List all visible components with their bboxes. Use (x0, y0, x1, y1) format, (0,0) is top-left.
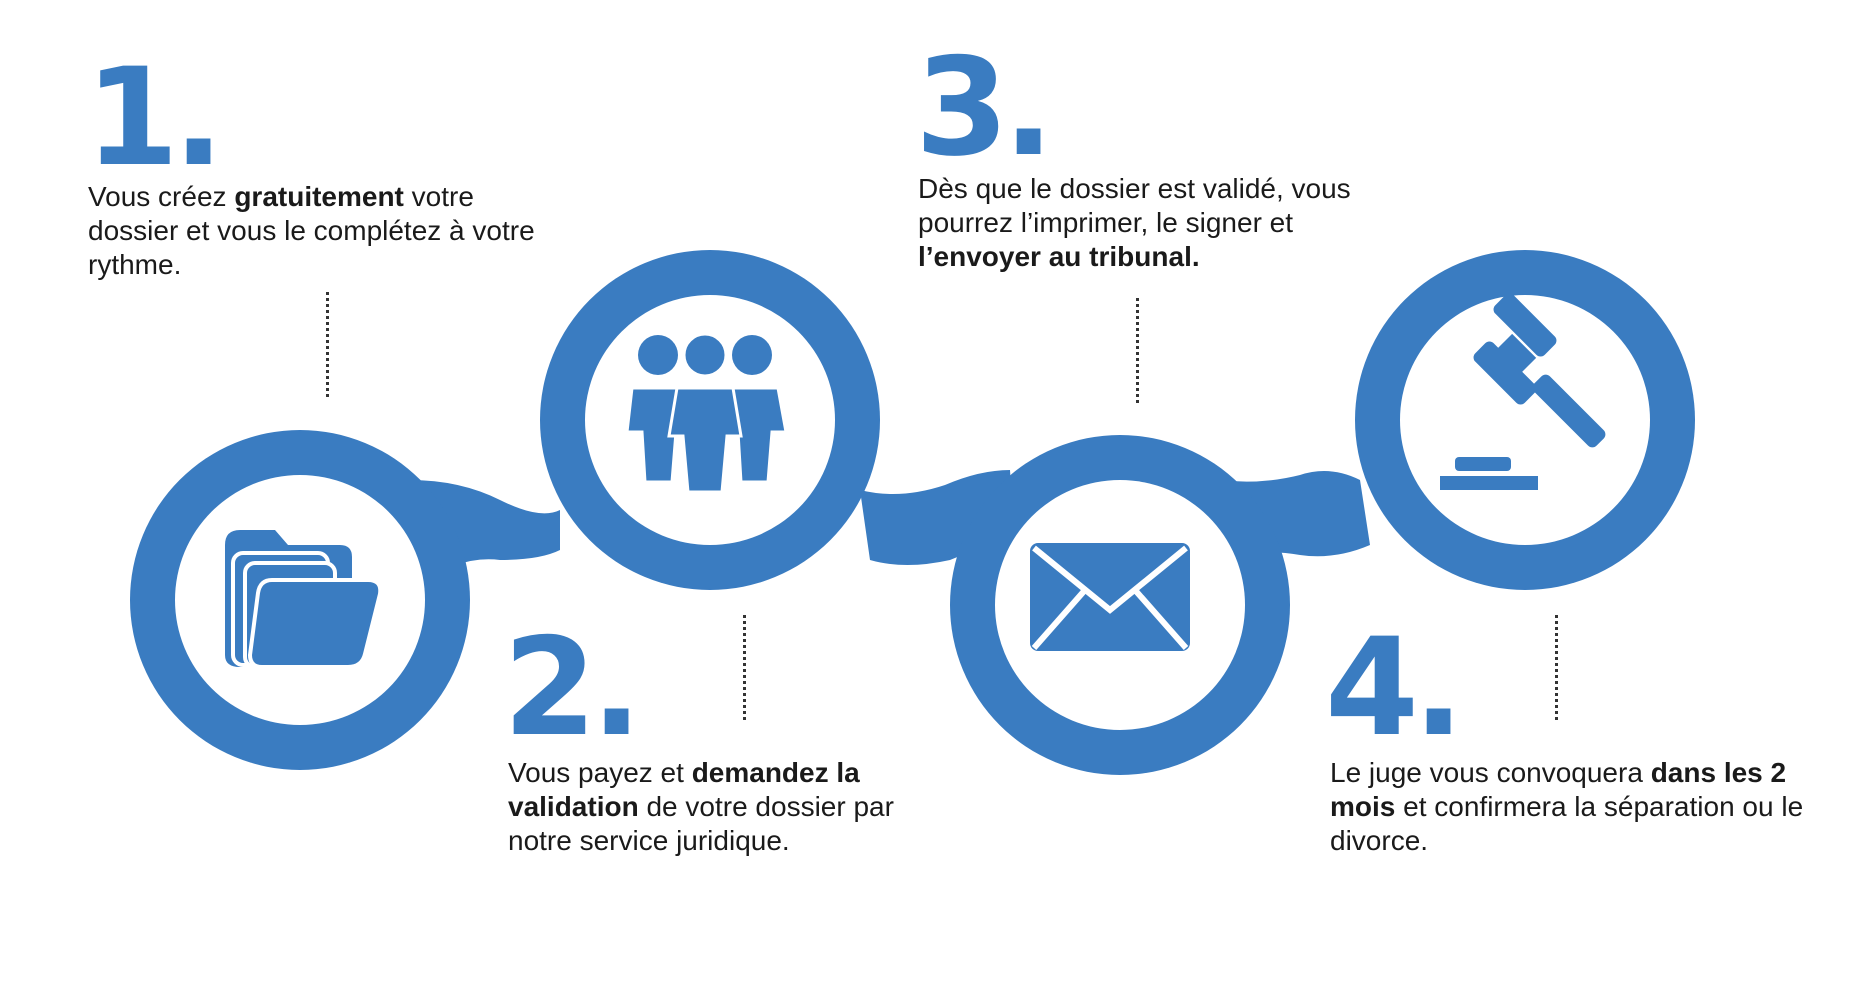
step-2-text-end: de votre dossier par notre service jurid… (508, 791, 894, 856)
step-4-text-bold: dans les 2 mois (1330, 757, 1787, 822)
step-1-connector (326, 292, 329, 397)
people-icon (625, 332, 788, 494)
step-4-text: Le juge vous convoquera dans les 2 mois … (1330, 756, 1820, 858)
folder-icon (225, 530, 383, 669)
step-4-number: 4. (1325, 609, 1464, 766)
step-2-number: 2. (503, 609, 642, 766)
step-3-text: Dès que le dossier est validé, vous pour… (918, 172, 1398, 274)
step-4-text-end: et confirmera la séparation ou le divorc… (1330, 791, 1804, 856)
step-2-text: Vous payez et demandez la validation de … (508, 756, 948, 858)
step-3-number: 3. (915, 29, 1054, 186)
gavel-icon (1440, 293, 1606, 490)
step-1-text-start: Vous créez (88, 181, 235, 212)
step-3-text-start: Dès que le dossier est validé, vous pour… (918, 173, 1351, 238)
step-4-connector (1555, 615, 1558, 720)
step-1-text: Vous créez gratuitement votre dossier et… (88, 180, 548, 282)
step-1-text-end: votre dossier et vous le complétez à vot… (88, 181, 535, 280)
step-1-number: 1. (85, 39, 224, 196)
step-3-text-bold: l’envoyer au tribunal. (918, 241, 1200, 272)
step-3-connector (1136, 298, 1139, 403)
step-2-text-start: Vous payez et (508, 757, 692, 788)
step-4-text-start: Le juge vous convoquera (1330, 757, 1651, 788)
step-2-connector (743, 615, 746, 720)
step-1-text-bold: gratuitement (234, 181, 404, 212)
envelope-icon (1030, 543, 1190, 651)
step-2-text-bold: demandez la validation (508, 757, 860, 822)
